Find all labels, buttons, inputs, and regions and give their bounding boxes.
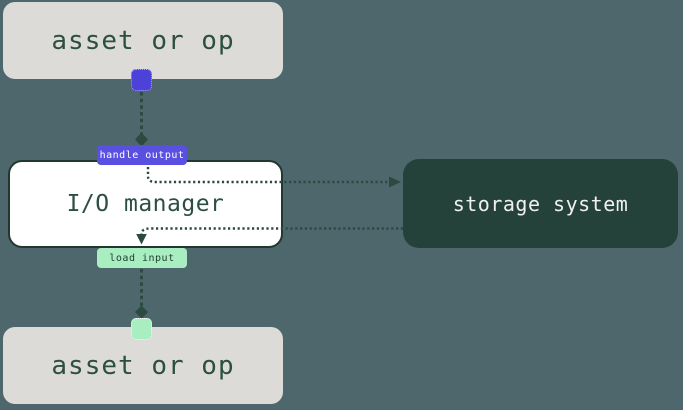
node-asset-or-op-bottom-label: asset or op (51, 350, 235, 381)
node-storage-system: storage system (403, 159, 678, 248)
load-input-badge: load input (97, 248, 187, 268)
input-diamond-icon (135, 305, 148, 319)
node-io-manager: I/O manager (8, 160, 283, 248)
storage-arrowhead-icon (389, 176, 401, 188)
input-port-square-icon (131, 318, 152, 340)
node-storage-system-label: storage system (452, 191, 629, 216)
handle-output-badge: handle output (97, 145, 187, 165)
handle-output-badge-label: handle output (99, 149, 185, 161)
node-io-manager-label: I/O manager (66, 191, 225, 217)
node-asset-or-op-top: asset or op (3, 2, 283, 79)
load-input-badge-label: load input (109, 252, 175, 264)
output-port-square-icon (131, 69, 152, 91)
node-asset-or-op-top-label: asset or op (51, 25, 235, 56)
